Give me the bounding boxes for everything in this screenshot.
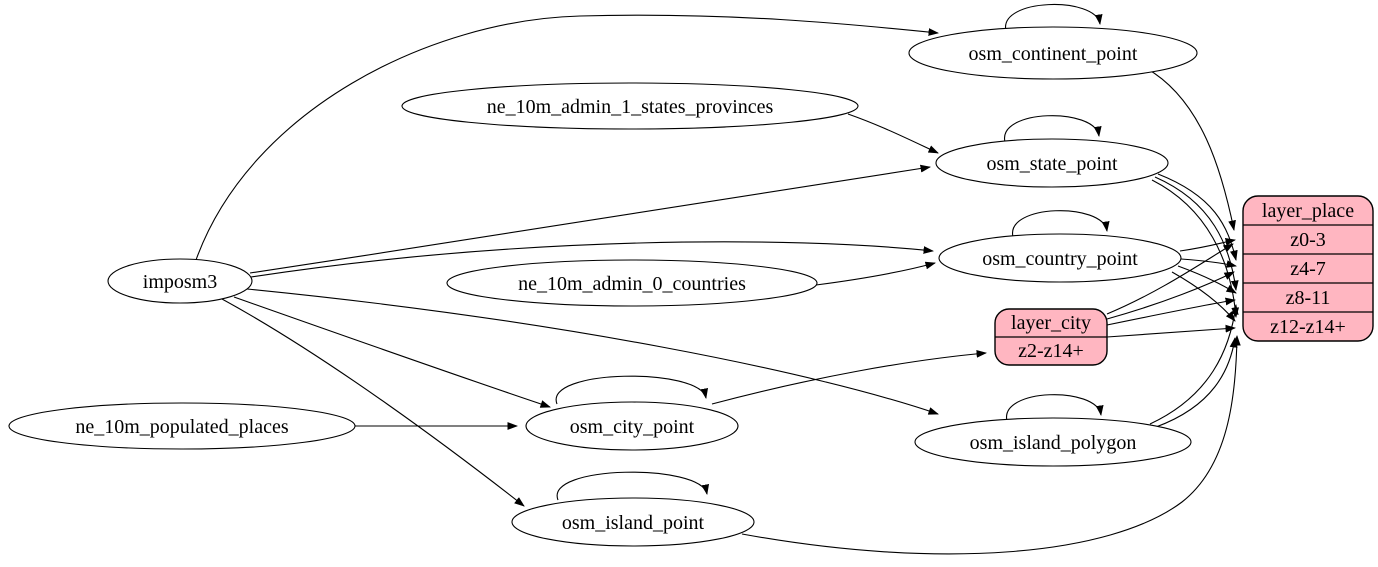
node-osm_island_polygon-label: osm_island_polygon [970,432,1137,454]
edge-osm_island_polygon-layer_place-z8-11 [1149,304,1239,425]
selfloop-osm_city_point [555,375,708,405]
node-layer_place-row-z0-3: z0-3 [1290,229,1326,251]
edge-group [195,3,1241,555]
edge-layer_city-layer_place-z4-7 [1106,271,1235,320]
node-osm_state_point-label: osm_state_point [986,153,1118,175]
edge-imposm3-osm_city_point [233,296,551,408]
edge-osm_state_point-layer_place-z4-7 [1157,173,1238,261]
edge-osm_state_point-layer_place-z8-11 [1154,176,1239,291]
edge-imposm3-osm_state_point [249,164,931,274]
node-osm_country_point-label: osm_country_point [982,248,1138,270]
node-osm_island_point-shape [511,497,755,547]
node-layer_place-shape [1242,195,1374,342]
node-layer_place-row-z12-z14: z12-z14+ [1270,316,1346,338]
node-ne_10m_populated_places: ne_10m_populated_places [8,402,356,450]
selfloop-osm_country_point [1012,210,1110,238]
edge-ne_10m_admin_0_countries-osm_country_point [815,261,936,286]
node-osm_country_point-shape [938,233,1182,283]
edge-osm_country_point-layer_place-z0-3 [1179,238,1236,252]
node-osm_city_point: osm_city_point [525,401,739,451]
selfloop-osm_state_point [1004,115,1102,143]
edge-imposm3-osm_island_polygon [246,288,939,415]
edge-layer_city-layer_place-z8-11 [1106,297,1236,326]
node-ne_10m_admin_1_states_provinces-label: ne_10m_admin_1_states_provinces [487,96,774,118]
node-osm_city_point-label: osm_city_point [570,416,695,438]
node-imposm3-shape [107,258,253,304]
edge-osm_city_point-layer_city-z2-z14 [711,349,987,405]
node-osm_country_point: osm_country_point [938,233,1182,283]
node-layer_city: layer_city z2-z14+ [994,308,1108,366]
node-imposm3: imposm3 [107,258,253,304]
node-ne_10m_admin_1_states_provinces: ne_10m_admin_1_states_provinces [401,82,859,130]
node-layer_place: layer_place z0-3 z4-7 z8-11 z12-z14+ [1242,195,1374,342]
node-layer_place-row-z4-7: z4-7 [1290,258,1326,280]
node-ne_10m_populated_places-label: ne_10m_populated_places [75,416,288,438]
edge-ne_10m_admin_1_states_provinces-osm_state_point [847,113,939,154]
node-osm_island_point: osm_island_point [511,497,755,547]
selfloop-osm_island_point [556,471,709,501]
edge-osm_country_point-layer_place-z12-z14 [1171,271,1236,322]
node-osm_island_point-label: osm_island_point [562,512,705,534]
edge-osm_country_point-layer_place-z4-7 [1180,258,1237,268]
node-osm_continent_point-shape [908,26,1198,80]
edge-osm_state_point-layer_place-z12-z14 [1151,179,1240,318]
node-layer_place-title: layer_place [1262,200,1354,222]
node-osm_island_polygon-shape [914,417,1192,467]
edge-layer_city-layer_place-z12-z14 [1106,324,1236,338]
edge-imposm3-osm_island_point [221,298,525,507]
node-osm_state_point: osm_state_point [935,138,1169,188]
node-osm_state_point-shape [935,138,1169,188]
node-ne_10m_admin_0_countries-label: ne_10m_admin_0_countries [518,273,746,295]
edge-osm_island_polygon-layer_place-z12-z14 [1155,337,1238,428]
node-layer_city-row-z2-z14: z2-z14+ [1018,340,1084,362]
node-ne_10m_admin_0_countries-shape [446,259,818,307]
node-ne_10m_admin_1_states_provinces-shape [401,82,859,130]
edge-imposm3-osm_continent_point [195,14,939,261]
node-imposm3-label: imposm3 [143,271,217,293]
edge-osm_continent_point-layer_place-z0-3 [1145,67,1236,231]
edge-imposm3-osm_country_point [250,241,934,278]
node-ne_10m_admin_0_countries: ne_10m_admin_0_countries [446,259,818,307]
node-ne_10m_populated_places-shape [8,402,356,450]
node-layer_place-row-z8-11: z8-11 [1286,287,1331,309]
selfloop-osm_island_polygon [1006,394,1104,422]
edge-osm_island_point-layer_place-z12-z14 [741,335,1241,555]
node-osm_city_point-shape [525,401,739,451]
node-osm_continent_point-label: osm_continent_point [969,43,1138,65]
node-osm_island_polygon: osm_island_polygon [914,417,1192,467]
node-osm_continent_point: osm_continent_point [908,26,1198,80]
node-layer_city-title: layer_city [1011,312,1091,334]
selfloop-osm_continent_point [1005,3,1103,32]
